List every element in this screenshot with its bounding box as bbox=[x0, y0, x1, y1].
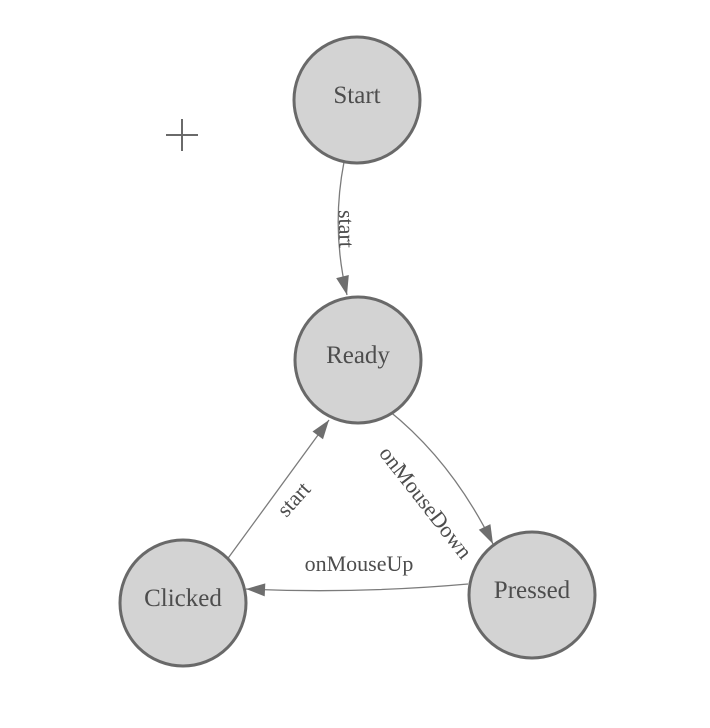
state-circle[interactable] bbox=[292, 35, 422, 165]
arrowhead-icon bbox=[336, 275, 349, 295]
edge-label: onMouseUp bbox=[305, 551, 414, 576]
state-circle[interactable] bbox=[293, 295, 423, 425]
edge-path[interactable] bbox=[245, 583, 469, 592]
edge-label: start bbox=[271, 477, 315, 522]
arrowhead-icon bbox=[246, 583, 266, 597]
edge-pressed-to-clicked[interactable]: onMouseUp bbox=[245, 551, 469, 597]
edge-path[interactable] bbox=[225, 419, 330, 562]
edge-start-to-ready[interactable]: start bbox=[334, 161, 360, 296]
edge-clicked-to-ready[interactable]: start bbox=[225, 419, 330, 562]
node-start[interactable]: Start bbox=[292, 35, 422, 165]
edge-path[interactable] bbox=[387, 409, 494, 545]
arrowhead-icon bbox=[312, 420, 329, 440]
node-ready[interactable]: Ready bbox=[293, 295, 423, 425]
arrowhead-icon bbox=[478, 524, 493, 544]
edge-ready-to-pressed[interactable]: onMouseDown bbox=[374, 409, 494, 564]
state-circle[interactable] bbox=[118, 538, 248, 668]
node-pressed[interactable]: Pressed bbox=[467, 530, 597, 660]
node-clicked[interactable]: Clicked bbox=[118, 538, 248, 668]
edge-label: start bbox=[334, 210, 360, 248]
state-circle[interactable] bbox=[467, 530, 597, 660]
edge-label: onMouseDown bbox=[374, 441, 477, 563]
plus-crosshair-icon bbox=[166, 119, 198, 151]
